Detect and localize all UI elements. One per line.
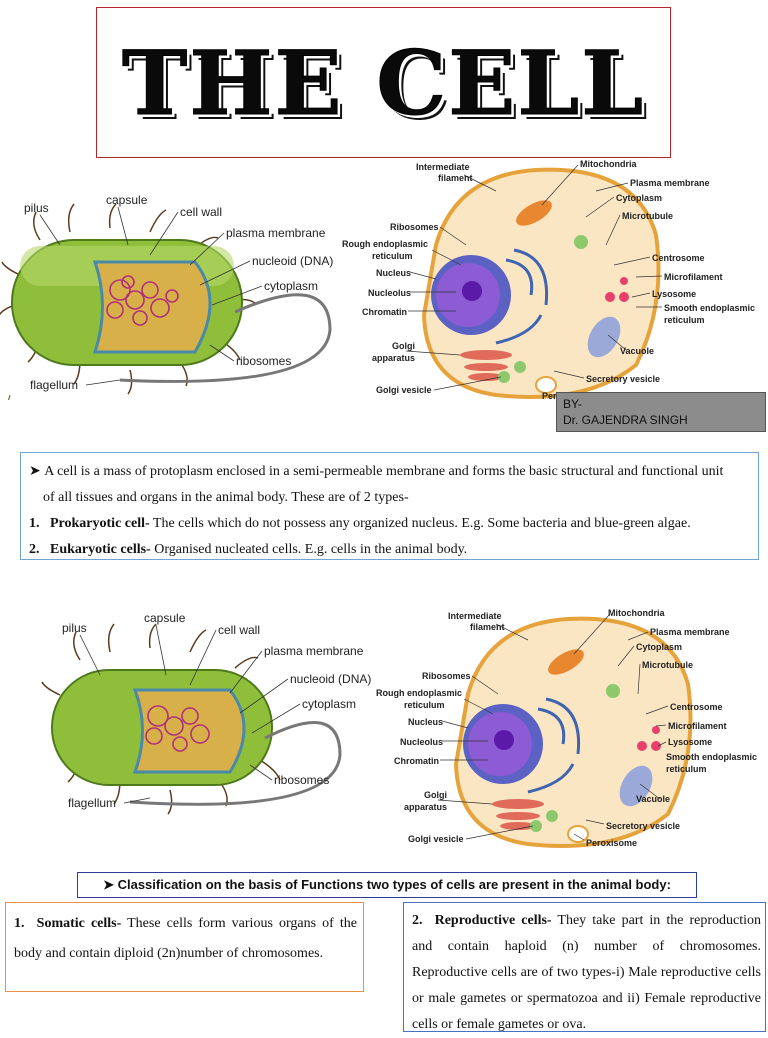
arrow-bullet-icon: ➤ (29, 464, 45, 479)
bacteria-illustration (0, 203, 332, 400)
author-box: BY- Dr. GAJENDRA SINGH (556, 392, 766, 432)
animal-cell-illustration (421, 167, 661, 399)
animal-cell-diagram-1: Intermediate filament Ribosomes Rough en… (342, 159, 755, 400)
label-intermediate-filament-a: Intermediate (416, 162, 470, 172)
label-mitochondria: Mitochondria (580, 159, 637, 169)
animal-cell-illustration-2 (453, 616, 693, 848)
label-ribosomes: ribosomes (236, 354, 291, 368)
label-microfilament: Microfilament (664, 272, 723, 282)
label-microfilament-2: Microfilament (668, 721, 727, 731)
somatic-cells-box: 1. Somatic cells- These cells form vario… (5, 902, 364, 992)
label-capsule-2: capsule (144, 611, 186, 625)
label-pilus-2: pilus (62, 621, 87, 635)
label-intermediate-filament-b-2: filament (470, 622, 505, 632)
label-flagellum: flagellum (30, 378, 78, 392)
label-plasma-membrane: Plasma membrane (630, 178, 710, 188)
label-plasma-membrane-2: Plasma membrane (650, 627, 730, 637)
label-nucleolus: Nucleolus (368, 288, 411, 298)
bacteria-diagram-2: pilus capsule cell wall plasma membrane … (41, 611, 371, 815)
label-cell-wall: cell wall (180, 205, 222, 219)
label-nucleus: Nucleus (376, 268, 411, 278)
label-centrosome: Centrosome (652, 253, 705, 263)
arrow-bullet-icon: ➤ (103, 877, 118, 892)
intro-item-1: 1. Prokaryotic cell- The cells which do … (29, 516, 691, 531)
label-ser-a-2: Smooth endoplasmic (666, 752, 757, 762)
label-golgi-vesicle-2: Golgi vesicle (408, 834, 464, 844)
label-microtubule: Microtubule (622, 211, 673, 221)
label-chromatin-2: Chromatin (394, 756, 439, 766)
label-secretory-vesicle-2: Secretory vesicle (606, 821, 680, 831)
label-ser-b-2: reticulum (666, 764, 707, 774)
label-nucleoid: nucleoid (DNA) (252, 254, 333, 268)
label-ser-a: Smooth endoplasmic (664, 303, 755, 313)
label-peroxisome-partial: Per (542, 391, 557, 400)
label-golgi-b-2: apparatus (404, 802, 447, 812)
label-cytoplasm-2: cytoplasm (302, 697, 356, 711)
label-vacuole-2: Vacuole (636, 794, 670, 804)
author-by: BY- (563, 397, 582, 411)
page-title: THE CELL (121, 30, 646, 135)
label-vacuole: Vacuole (620, 346, 654, 356)
label-lysosome-2: Lysosome (668, 737, 712, 747)
label-peroxisome-2: Peroxisome (586, 838, 637, 848)
intro-item-2: 2. Eukaryotic cells- Organised nucleated… (29, 542, 468, 557)
label-nucleolus-2: Nucleolus (400, 737, 443, 747)
label-ribosomes: Ribosomes (390, 222, 439, 232)
bacteria-illustration-2 (41, 623, 342, 815)
label-ribosomes-2: ribosomes (274, 773, 329, 787)
title-box: THE CELL (96, 7, 671, 158)
intro-line-2: of all tissues and organs in the animal … (43, 490, 409, 505)
label-rer-a: Rough endoplasmic (342, 239, 428, 249)
reproductive-cells-box: 2. Reproductive cells- They take part in… (403, 902, 766, 1032)
label-golgi-a: Golgi (392, 341, 415, 351)
label-cytoplasm-2: Cytoplasm (636, 642, 682, 652)
author-name: Dr. GAJENDRA SINGH (563, 413, 688, 427)
label-nucleus-2: Nucleus (408, 717, 443, 727)
label-nucleoid-2: nucleoid (DNA) (290, 672, 371, 686)
label-mitochondria-2: Mitochondria (608, 608, 665, 618)
label-ser-b: reticulum (664, 315, 705, 325)
label-cell-wall-2: cell wall (218, 623, 260, 637)
animal-cell-diagram-2: Intermediate filament Ribosomes Rough en… (376, 608, 757, 848)
bacteria-diagram-1: pilus capsule cell wall plasma membrane … (0, 193, 333, 400)
label-intermediate-filament-a-2: Intermediate (448, 611, 502, 621)
classification-heading: ➤ Classification on the basis of Functio… (77, 872, 697, 898)
label-golgi-vesicle: Golgi vesicle (376, 385, 432, 395)
label-cytoplasm: cytoplasm (264, 279, 318, 293)
label-plasma-membrane: plasma membrane (226, 226, 326, 240)
label-intermediate-filament-b: filament (438, 173, 473, 183)
label-pilus: pilus (24, 201, 49, 215)
label-rer-a-2: Rough endoplasmic (376, 688, 462, 698)
label-flagellum-2: flagellum (68, 796, 116, 810)
label-capsule: capsule (106, 193, 148, 207)
label-centrosome-2: Centrosome (670, 702, 723, 712)
label-rer-b-2: reticulum (404, 700, 445, 710)
label-plasma-membrane-2: plasma membrane (264, 644, 364, 658)
label-microtubule-2: Microtubule (642, 660, 693, 670)
label-ribosomes-2: Ribosomes (422, 671, 471, 681)
label-lysosome: Lysosome (652, 289, 696, 299)
label-secretory-vesicle: Secretory vesicle (586, 374, 660, 384)
label-rer-b: reticulum (372, 251, 413, 261)
label-golgi-b: apparatus (372, 353, 415, 363)
label-chromatin: Chromatin (362, 307, 407, 317)
intro-line-1: ➤ A cell is a mass of protoplasm enclose… (29, 464, 724, 479)
intro-box: ➤ A cell is a mass of protoplasm enclose… (20, 452, 759, 560)
label-cytoplasm: Cytoplasm (616, 193, 662, 203)
label-golgi-a-2: Golgi (424, 790, 447, 800)
